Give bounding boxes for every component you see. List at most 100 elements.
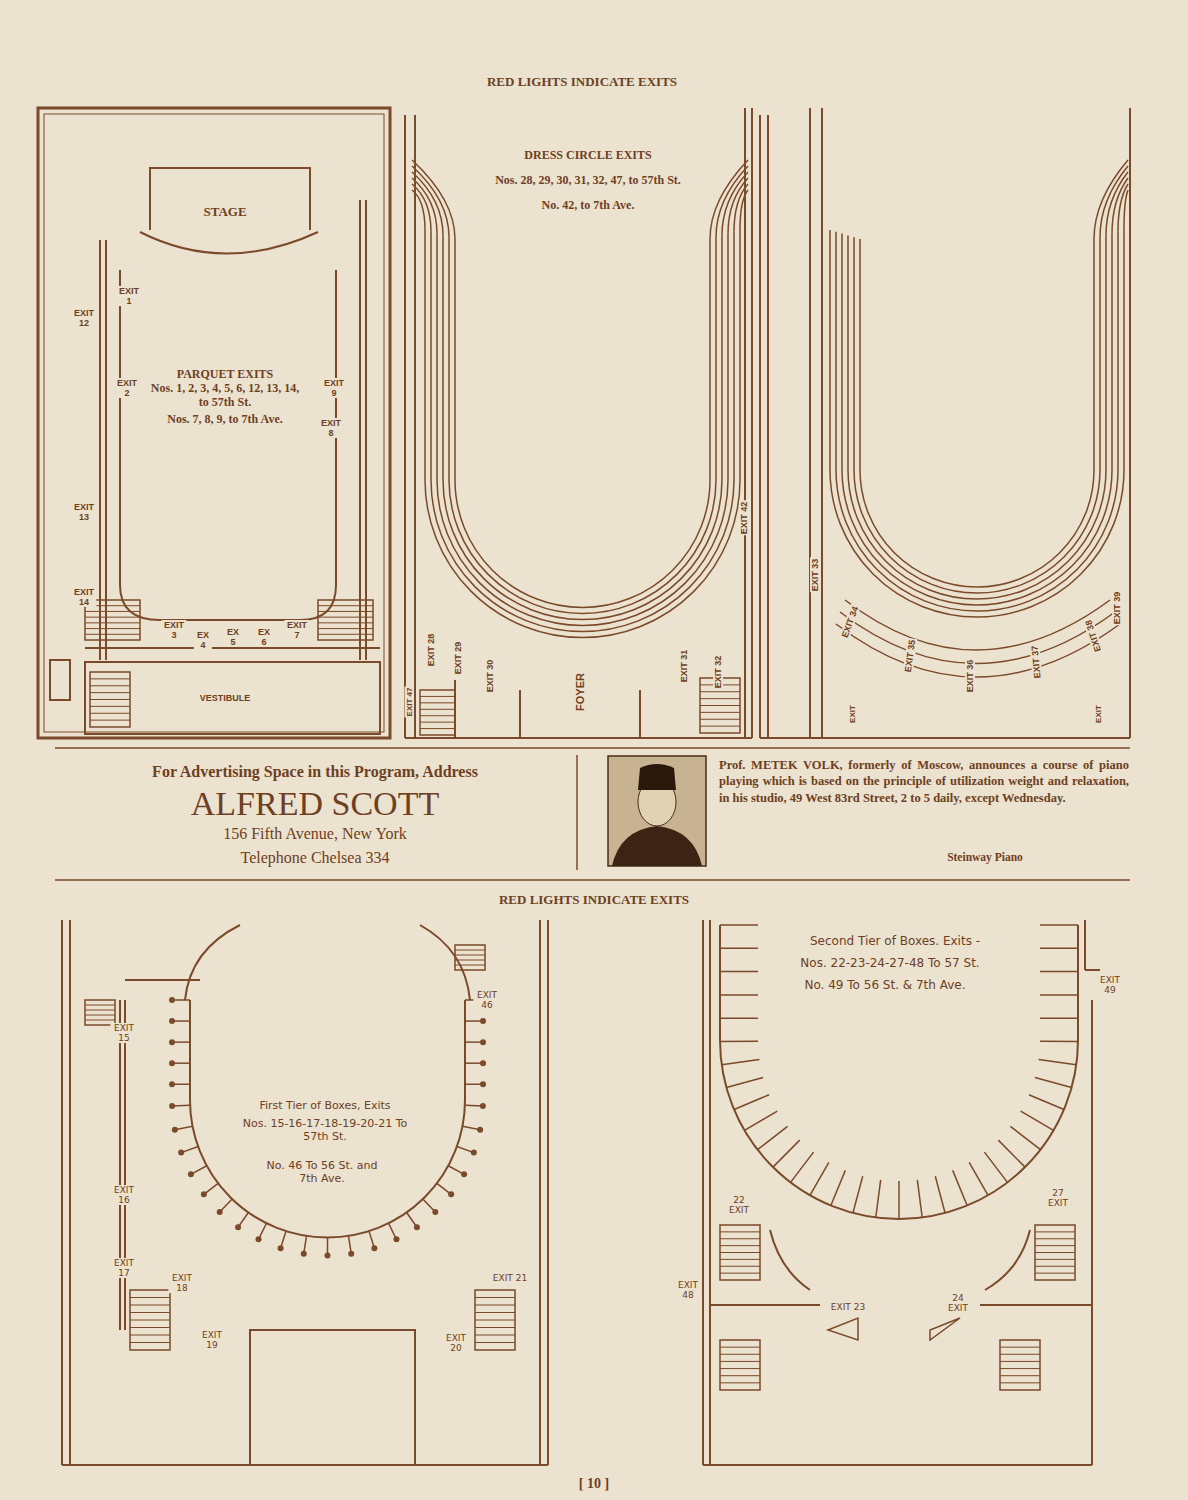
plan-line [722, 1059, 760, 1064]
plan-line [130, 1297, 170, 1298]
plan-line [278, 1245, 284, 1251]
plan-line [90, 672, 130, 727]
plan-line [235, 1224, 241, 1230]
plan-line [90, 699, 130, 700]
plan-line [1035, 1231, 1075, 1232]
plan-label: EXIT 39 [1112, 591, 1122, 626]
plan-line [716, 166, 748, 237]
plan-line [420, 696, 455, 697]
plan-label: EXIT 48 [674, 1280, 701, 1300]
plan-label: EXIT 2 [114, 378, 139, 398]
plan-line [455, 239, 710, 608]
plan-label: No. 49 To 56 St. & 7th Ave. [803, 978, 966, 992]
plan-label: EXIT 23 [830, 1302, 866, 1312]
plan-line [90, 692, 130, 693]
plan-line [471, 1150, 477, 1156]
plan-label: RED LIGHTS INDICATE EXITS [498, 892, 690, 907]
plan-line [876, 1180, 881, 1218]
plan-label: Prof. METEK VOLK, formerly of Moscow, an… [718, 757, 1130, 806]
plan-line [201, 1191, 207, 1197]
plan-line [860, 239, 1094, 587]
plan-line [325, 1253, 331, 1259]
plan-line [1039, 1059, 1077, 1064]
plan-line [420, 702, 455, 703]
plan-line [420, 728, 455, 729]
plan-line [720, 1361, 760, 1362]
plan-label: Nos. 22-23-24-27-48 To 57 St. [799, 956, 980, 970]
plan-line [130, 1335, 170, 1336]
plan-label: EXIT 31 [679, 649, 689, 684]
plan-line [455, 965, 485, 966]
plan-line [85, 617, 140, 618]
plan-label: STAGE [202, 204, 247, 219]
plan-line [318, 617, 373, 618]
plan-line [178, 1150, 184, 1156]
plan-label: Nos. 28, 29, 30, 31, 32, 47, to 57th St. [492, 173, 684, 187]
plan-line [1040, 1040, 1078, 1042]
plan-line [169, 1060, 175, 1066]
plan-line [1000, 1340, 1040, 1390]
plan-line [301, 1251, 307, 1257]
plan-label: EXIT 8 [318, 418, 343, 438]
plan-line [1000, 1354, 1040, 1355]
plan-line [935, 1176, 945, 1213]
plan-line [848, 235, 1106, 599]
plan-line [348, 1251, 354, 1257]
plan-line [425, 230, 740, 638]
plan-line [842, 234, 1112, 605]
plan-label: Nos. 1, 2, 3, 4, 5, 6, 12, 13, 14, to 57… [149, 381, 301, 409]
plan-line [854, 237, 1100, 593]
plan-line [1040, 971, 1078, 973]
plan-line [431, 232, 734, 632]
plan-line [85, 622, 140, 623]
plan-line [720, 1354, 760, 1355]
plan-line [700, 712, 740, 713]
plan-line [1035, 1273, 1075, 1274]
plan-line [1035, 1225, 1075, 1280]
plan-line [85, 1015, 115, 1016]
plan-line [720, 1252, 760, 1253]
plan-label: No. 46 To 56 St. and 7th Ave. [259, 1159, 386, 1185]
plan-line [720, 1368, 760, 1369]
plan-line [1021, 1111, 1054, 1130]
plan-line [898, 1181, 900, 1219]
plan-line [449, 237, 716, 613]
plan-line [455, 960, 485, 961]
plan-label: EXIT 34 [839, 604, 860, 640]
plan-line [830, 230, 1124, 617]
plan-line [1040, 948, 1078, 950]
plan-line [90, 706, 130, 707]
plan-line [700, 726, 740, 727]
plan-label: Telephone Chelsea 334 [239, 849, 390, 868]
plan-line [720, 1273, 760, 1274]
plan-line [318, 622, 373, 623]
plan-line [1040, 924, 1078, 926]
plan-line [1010, 1126, 1040, 1149]
plan-label: EXIT 38 [1083, 618, 1103, 654]
plan-line [1000, 1375, 1040, 1376]
plan-line [475, 1335, 515, 1336]
plan-line [1035, 1245, 1075, 1246]
plan-line [700, 705, 740, 706]
plan-line [477, 1127, 483, 1133]
plan-label: EXIT 36 [965, 659, 975, 694]
plan-line [773, 1140, 800, 1167]
plan-line [169, 1039, 175, 1045]
plan-line [172, 1127, 178, 1133]
plan-label: EXIT 13 [71, 502, 96, 522]
plan-line [836, 232, 1118, 611]
plan-line [475, 1312, 515, 1313]
plan-line [90, 685, 130, 686]
plan-label: EX 6 [255, 627, 273, 647]
plan-line [953, 1170, 967, 1205]
plan-line [432, 1209, 438, 1215]
plan-line [734, 184, 748, 232]
plan-line [720, 1017, 758, 1019]
plan-line [85, 634, 140, 635]
plan-line [169, 1103, 175, 1109]
plan-label: [ 10 ] [578, 1476, 610, 1493]
plan-label: EXIT 46 [473, 990, 500, 1010]
plan-line [85, 1000, 115, 1025]
plan-line [1000, 1361, 1040, 1362]
plan-label: EXIT 37 [1030, 644, 1043, 679]
